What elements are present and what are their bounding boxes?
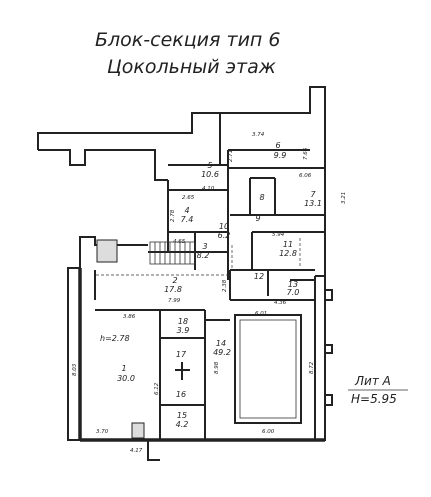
room-6-number: 6 <box>275 141 280 150</box>
room-labels: 1 30.0 2 17.8 3 8.2 4 7.4 5 10.6 6 9.9 7… <box>100 141 322 429</box>
room-5-area: 10.6 <box>201 170 219 179</box>
room-12-number: 12 <box>254 272 264 281</box>
dim-label: 2.65 <box>182 195 195 201</box>
room-2-area: 17.8 <box>164 285 182 294</box>
room-10-number: 10 <box>219 222 229 231</box>
room-7-number: 7 <box>310 190 316 199</box>
lit-annotation: Лит А H=5.95 <box>348 374 408 406</box>
dim-label: 6.06 <box>299 173 312 179</box>
room-8-number: 8 <box>259 193 264 202</box>
room-5-number: 5 <box>207 161 212 170</box>
outer-walls <box>37 86 333 461</box>
room-4-area: 7.4 <box>181 215 194 224</box>
dim-label: 8.03 <box>72 363 78 376</box>
room-18-area: 3.9 <box>177 326 190 335</box>
room-18-number: 18 <box>178 317 188 326</box>
ceiling-height-label: h=2.78 <box>100 334 130 343</box>
room-15-area: 4.2 <box>176 420 189 429</box>
room-1-area: 30.0 <box>117 374 135 383</box>
room-17-number: 17 <box>176 350 187 359</box>
dim-label: 3.74 <box>252 132 265 138</box>
title-line-2: Цокольный этаж <box>107 56 276 78</box>
room-9-number: 9 <box>255 214 260 223</box>
dim-label: 3.86 <box>123 314 136 320</box>
dim-label: 6.01 <box>255 311 267 317</box>
room-10-area: 6.2 <box>218 231 231 240</box>
room-15-number: 15 <box>177 411 187 420</box>
dim-label: 6.00 <box>262 429 275 435</box>
dim-label: 4.17 <box>130 448 143 454</box>
dim-label: 7.99 <box>168 298 181 304</box>
room-16-number: 16 <box>176 390 186 399</box>
dim-label: 6.12 <box>154 382 160 395</box>
room-6-area: 9.9 <box>274 151 287 160</box>
room-11-area: 12.8 <box>279 249 297 258</box>
pool <box>234 314 302 424</box>
dim-label: 3.21 <box>341 192 347 204</box>
dim-label: 4.65 <box>173 239 186 245</box>
room-14-number: 14 <box>216 339 226 348</box>
dim-label: 2.78 <box>170 209 176 222</box>
dim-label: 8.98 <box>214 361 220 374</box>
stairs <box>96 239 196 439</box>
room-4-number: 4 <box>184 206 189 215</box>
lit-height: H=5.95 <box>351 392 397 406</box>
interior-walls <box>94 113 325 440</box>
room-13-number: 13 <box>288 280 298 289</box>
room-13-area: 7.0 <box>287 288 300 297</box>
dashed-lines <box>96 238 301 276</box>
room-2-number: 2 <box>172 276 177 285</box>
dim-label: 3.70 <box>96 429 109 435</box>
room-3-area: 8.2 <box>197 251 210 260</box>
title-line-1: Блок-секция тип 6 <box>95 29 280 51</box>
dim-label: 4.10 <box>202 186 215 192</box>
dim-label: 5.94 <box>272 232 285 238</box>
dim-label: 2.71 <box>228 150 234 162</box>
dim-label: 2.38 <box>222 279 228 292</box>
dim-label: 8.72 <box>309 361 315 374</box>
dimension-labels: 3.74 2.71 7.66 4.10 6.06 2.65 2.78 3.21 … <box>72 132 347 454</box>
dim-label: 7.66 <box>303 147 309 160</box>
room-11-number: 11 <box>283 240 293 249</box>
dim-label: 4.36 <box>274 300 287 306</box>
room-7-area: 13.1 <box>304 199 322 208</box>
lit-name: Лит А <box>354 374 391 388</box>
room-3-number: 3 <box>202 242 207 251</box>
room-14-area: 49.2 <box>213 348 231 357</box>
room-1-number: 1 <box>121 364 126 373</box>
